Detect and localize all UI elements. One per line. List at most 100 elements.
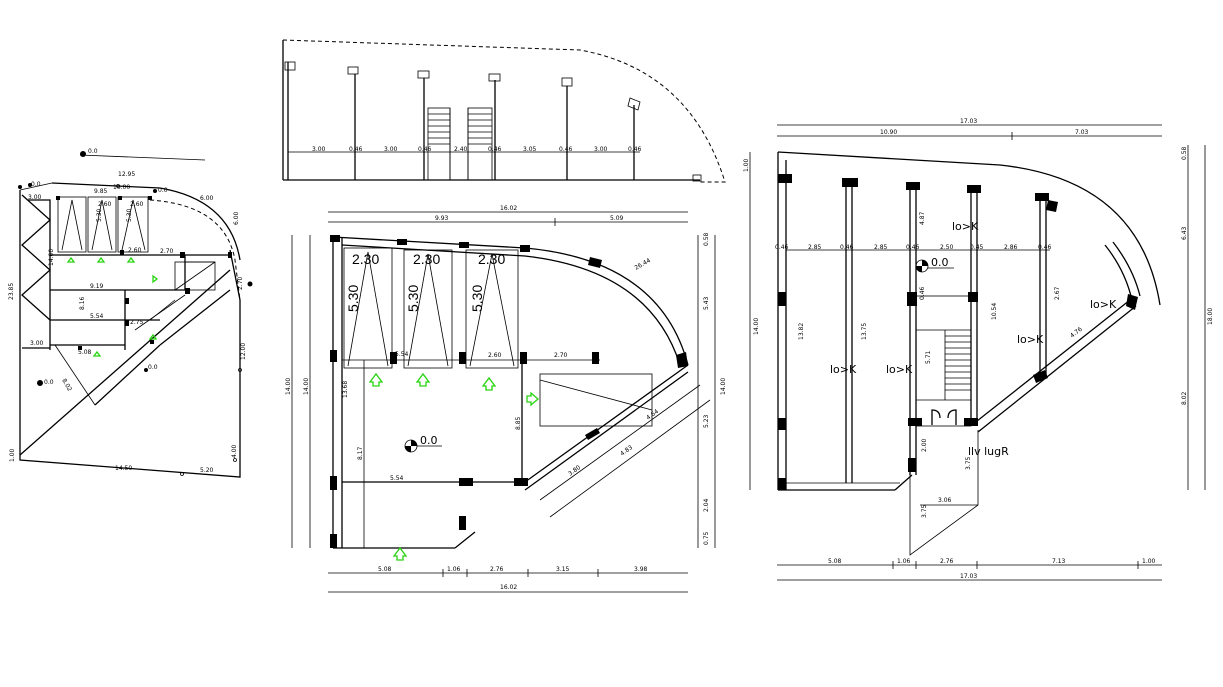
svg-text:7.03: 7.03	[1075, 129, 1089, 136]
svg-text:18.00: 18.00	[1207, 308, 1214, 325]
svg-text:1.00: 1.00	[9, 448, 16, 462]
svg-text:3.00: 3.00	[30, 340, 44, 347]
svg-text:14.00: 14.00	[753, 318, 760, 335]
svg-text:14.00: 14.00	[720, 378, 727, 395]
svg-text:3.15: 3.15	[556, 566, 570, 573]
svg-text:16.02: 16.02	[500, 584, 517, 591]
svg-text:2.60: 2.60	[488, 352, 502, 359]
svg-text:lo>K: lo>K	[830, 363, 857, 376]
svg-text:9.19: 9.19	[90, 283, 104, 290]
left-site-plan: 0.0 12.95	[8, 148, 253, 478]
svg-text:1.06: 1.06	[897, 558, 911, 565]
svg-text:2.04: 2.04	[703, 498, 710, 512]
svg-text:14.00: 14.00	[48, 249, 55, 266]
svg-text:13.68: 13.68	[342, 381, 349, 398]
svg-text:6.00: 6.00	[200, 195, 214, 202]
svg-text:8.16: 8.16	[79, 296, 86, 310]
svg-text:lo>K: lo>K	[1090, 298, 1117, 311]
svg-text:5.08: 5.08	[828, 558, 842, 565]
svg-text:16.02: 16.02	[500, 205, 517, 212]
svg-text:6.43: 6.43	[1181, 226, 1188, 240]
svg-text:2.70: 2.70	[237, 276, 244, 290]
top-elevation: 3.00 0.46 3.00 0.46 2.40 0.46 3.05 0.46 …	[282, 39, 726, 183]
svg-text:14.00: 14.00	[285, 378, 292, 395]
svg-text:2.50: 2.50	[940, 244, 954, 251]
svg-text:2.30: 2.30	[478, 251, 505, 267]
svg-text:0.46: 0.46	[628, 146, 642, 153]
svg-text:lo>K: lo>K	[886, 363, 913, 376]
svg-text:0.46: 0.46	[559, 146, 573, 153]
svg-text:8.02: 8.02	[60, 378, 73, 393]
svg-text:26.44: 26.44	[634, 257, 653, 272]
svg-text:9.93: 9.93	[435, 215, 449, 222]
right-floor-plan: 17.03 10.90 7.03	[743, 118, 1214, 581]
svg-text:0.0: 0.0	[31, 181, 41, 188]
svg-text:4.00: 4.00	[231, 444, 238, 458]
svg-text:12.00: 12.00	[240, 343, 247, 360]
svg-text:3.05: 3.05	[523, 146, 537, 153]
svg-text:2.76: 2.76	[940, 558, 954, 565]
svg-text:5.30: 5.30	[345, 285, 361, 312]
svg-text:5.09: 5.09	[610, 215, 624, 222]
svg-text:2.85: 2.85	[874, 244, 888, 251]
svg-text:0.0: 0.0	[44, 379, 54, 386]
svg-text:5.54: 5.54	[390, 475, 404, 482]
svg-text:5.30: 5.30	[405, 285, 421, 312]
svg-text:2.60: 2.60	[130, 201, 144, 208]
svg-text:5.20: 5.20	[200, 467, 214, 474]
svg-text:3.75: 3.75	[921, 504, 928, 518]
svg-text:0.46: 0.46	[349, 146, 363, 153]
svg-text:0.0: 0.0	[148, 364, 158, 371]
svg-text:5.43: 5.43	[703, 296, 710, 310]
dim-label: 12.95	[118, 171, 135, 178]
svg-text:5.30: 5.30	[96, 208, 103, 222]
svg-text:0.58: 0.58	[703, 232, 710, 246]
svg-text:6.00: 6.00	[233, 211, 240, 225]
svg-text:3.75: 3.75	[965, 456, 972, 470]
svg-text:0.75: 0.75	[703, 531, 710, 545]
svg-text:10.00: 10.00	[113, 184, 130, 191]
svg-text:2.85: 2.85	[808, 244, 822, 251]
svg-text:2.67: 2.67	[1054, 286, 1061, 300]
svg-text:0.0: 0.0	[420, 434, 438, 447]
svg-text:2.75: 2.75	[130, 319, 144, 326]
svg-text:13.75: 13.75	[861, 323, 868, 340]
svg-text:llv lugR: llv lugR	[968, 445, 1009, 458]
svg-text:0.0: 0.0	[158, 187, 168, 194]
svg-text:lo>K: lo>K	[952, 220, 979, 233]
svg-text:17.03: 17.03	[960, 118, 977, 125]
svg-text:0.46: 0.46	[775, 244, 789, 251]
svg-text:5.54: 5.54	[90, 313, 104, 320]
svg-text:8.85: 8.85	[515, 416, 522, 430]
level-mark: 0.0	[88, 148, 98, 155]
svg-text:2.86: 2.86	[1004, 244, 1018, 251]
svg-text:lo>K: lo>K	[1017, 333, 1044, 346]
svg-text:2.76: 2.76	[490, 566, 504, 573]
svg-text:10.90: 10.90	[880, 129, 897, 136]
svg-text:2.70: 2.70	[554, 352, 568, 359]
svg-text:3.98: 3.98	[634, 566, 648, 573]
svg-text:23.85: 23.85	[8, 283, 15, 300]
svg-text:3.00: 3.00	[594, 146, 608, 153]
svg-text:2.60: 2.60	[128, 247, 142, 254]
svg-text:1.00: 1.00	[743, 158, 750, 172]
svg-text:2.70: 2.70	[160, 248, 174, 255]
svg-text:2.30: 2.30	[352, 251, 379, 267]
svg-text:5.08: 5.08	[78, 349, 92, 356]
svg-text:4.87: 4.87	[919, 211, 926, 225]
svg-text:3.00: 3.00	[384, 146, 398, 153]
svg-text:5.54: 5.54	[395, 351, 409, 358]
svg-text:5.71: 5.71	[925, 350, 932, 364]
svg-text:0.46: 0.46	[906, 244, 920, 251]
svg-text:5.30: 5.30	[469, 285, 485, 312]
svg-text:2.60: 2.60	[98, 201, 112, 208]
svg-text:3.06: 3.06	[938, 497, 952, 504]
svg-text:0.46: 0.46	[1038, 244, 1052, 251]
svg-text:10.54: 10.54	[991, 303, 998, 320]
svg-text:7.13: 7.13	[1052, 558, 1066, 565]
svg-text:1.00: 1.00	[1142, 558, 1156, 565]
svg-text:0.46: 0.46	[840, 244, 854, 251]
svg-text:5.08: 5.08	[378, 566, 392, 573]
svg-text:2.00: 2.00	[921, 438, 928, 452]
